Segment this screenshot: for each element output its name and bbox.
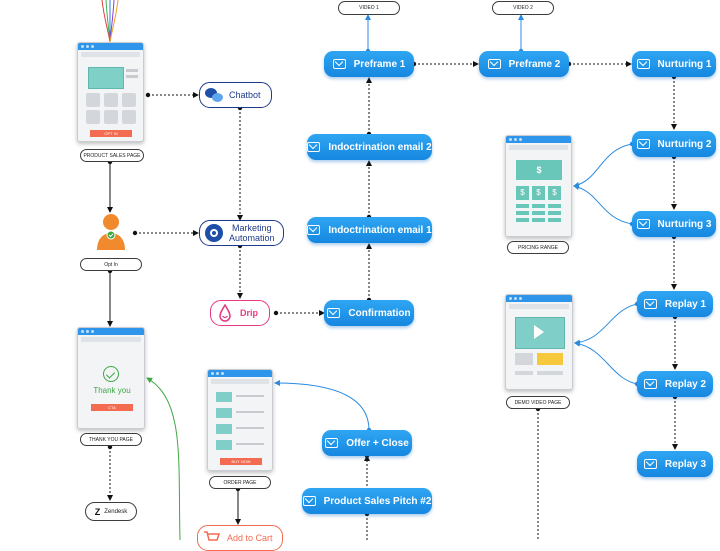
gear-icon	[205, 224, 223, 242]
indoctrination-email-1[interactable]: Indoctrination email 1	[307, 217, 432, 243]
add-to-cart-node[interactable]: Add to Cart	[197, 525, 283, 551]
envelope-icon	[636, 139, 650, 149]
envelope-icon	[327, 308, 341, 318]
order-page-label: ORDER PAGE	[209, 476, 271, 489]
envelope-icon	[636, 59, 650, 69]
envelope-icon	[643, 379, 657, 389]
price-tier-2: $	[532, 186, 545, 200]
product-sales-page-label: PRODUCT SALES PAGE	[80, 149, 144, 162]
demo-video-page-label: DEMO VIDEO PAGE	[506, 396, 570, 409]
envelope-icon	[487, 59, 501, 69]
replay-1-email[interactable]: Replay 1	[637, 291, 713, 317]
play-icon[interactable]	[534, 325, 544, 339]
zendesk-node[interactable]: Z Zendesk	[85, 502, 137, 521]
pricing-range-page-mockup[interactable]: $ $ $ $	[505, 135, 572, 237]
person-icon	[95, 212, 127, 252]
envelope-icon	[302, 496, 316, 506]
price-tier-3: $	[548, 186, 561, 200]
order-page-mockup[interactable]: BUY NOW	[207, 369, 273, 471]
envelope-icon	[307, 142, 321, 152]
indoctrination-email-2[interactable]: Indoctrination email 2	[307, 134, 432, 160]
thank-you-page-label: THANK YOU PAGE	[80, 433, 142, 446]
replay-2-email[interactable]: Replay 2	[637, 371, 713, 397]
replay-3-email[interactable]: Replay 3	[637, 451, 713, 477]
video-player[interactable]	[515, 317, 565, 349]
envelope-icon	[332, 59, 346, 69]
nurturing-1-email[interactable]: Nurturing 1	[632, 51, 716, 77]
chat-bubbles-icon	[205, 86, 223, 104]
drip-node[interactable]: Drip	[210, 300, 270, 326]
envelope-icon	[325, 438, 339, 448]
chatbot-node[interactable]: Chatbot	[199, 82, 272, 108]
product-sales-page-mockup[interactable]: OPT IN	[77, 42, 144, 142]
envelope-icon	[307, 225, 321, 235]
offer-close-email[interactable]: Offer + Close	[322, 430, 412, 456]
price-tier-1: $	[516, 186, 529, 200]
video2-label: VIDEO 2	[492, 1, 554, 15]
check-icon	[103, 366, 119, 382]
preframe-2-email[interactable]: Preframe 2	[479, 51, 569, 77]
demo-video-page-mockup[interactable]	[505, 294, 573, 390]
video1-label: VIDEO 1	[338, 1, 400, 15]
opt-in-label: Opt In	[80, 258, 142, 271]
envelope-icon	[643, 299, 657, 309]
price-header: $	[516, 160, 562, 180]
thank-you-text: Thank you	[93, 386, 131, 395]
preframe-1-email[interactable]: Preframe 1	[324, 51, 414, 77]
thank-you-page-mockup[interactable]: Thank you CTA	[77, 327, 145, 429]
buy-now-button[interactable]: BUY NOW	[220, 458, 262, 465]
pricing-range-label: PRICING RANGE	[507, 241, 569, 254]
nurturing-3-email[interactable]: Nurturing 3	[632, 211, 716, 237]
nurturing-2-email[interactable]: Nurturing 2	[632, 131, 716, 157]
drip-icon	[216, 303, 234, 322]
envelope-icon	[636, 219, 650, 229]
cart-icon	[203, 529, 221, 547]
opt-in-cta[interactable]: OPT IN	[90, 130, 132, 137]
cta-button[interactable]: CTA	[91, 404, 133, 411]
zendesk-icon: Z	[94, 506, 101, 517]
confirmation-email[interactable]: Confirmation	[324, 300, 414, 326]
product-sales-pitch-2-email[interactable]: Product Sales Pitch #2	[302, 488, 432, 514]
marketing-automation-node[interactable]: Marketing Automation	[199, 220, 284, 246]
envelope-icon	[643, 459, 657, 469]
